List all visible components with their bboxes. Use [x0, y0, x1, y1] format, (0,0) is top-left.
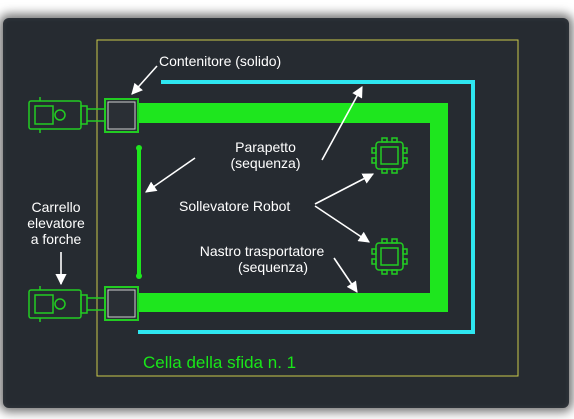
- label-forklift-line1: Carrello: [31, 199, 81, 215]
- arrow-icon: [314, 173, 374, 205]
- guardrail-post-cap-top: [136, 145, 142, 151]
- forklift-icon: [28, 97, 105, 133]
- conveyor-right: [430, 103, 448, 312]
- label-conveyor-line2: (sequenza): [237, 259, 309, 275]
- container-box-icon: [104, 286, 139, 321]
- guardrail-line: [138, 80, 475, 334]
- arrow-icon: [145, 157, 196, 193]
- conveyor-top: [138, 103, 448, 123]
- conveyor-bottom: [138, 293, 448, 312]
- forklift-icon: [28, 286, 105, 322]
- cell-caption: Cella della sfida n. 1: [143, 353, 297, 372]
- arrow-icon: [321, 86, 363, 161]
- label-forklift: Carrello elevatore a forche: [24, 199, 88, 247]
- robot-lifter-icon: [371, 238, 408, 275]
- label-guardrail-line1: Parapetto: [235, 139, 296, 155]
- arrow-icon: [131, 65, 158, 95]
- label-guardrail-line2: (sequenza): [230, 155, 301, 171]
- label-guardrail: Parapetto (sequenza): [218, 139, 313, 171]
- arrow-icon: [314, 205, 370, 243]
- label-conveyor: Nastro trasportatore (sequenza): [186, 243, 338, 275]
- label-conveyor-line1: Nastro trasportatore: [199, 243, 325, 259]
- robot-lifter-icon: [371, 137, 408, 174]
- container-box-icon: [104, 98, 139, 133]
- arrow-icon: [333, 257, 358, 293]
- label-forklift-line2: elevatore: [27, 215, 85, 231]
- guardrail-post-cap-bottom: [136, 273, 142, 279]
- label-robot-lifter: Sollevatore Robot: [179, 198, 291, 214]
- label-container: Contenitore (solido): [159, 53, 282, 69]
- label-forklift-line3: a forche: [30, 231, 82, 247]
- cell-boundary: [96, 39, 519, 377]
